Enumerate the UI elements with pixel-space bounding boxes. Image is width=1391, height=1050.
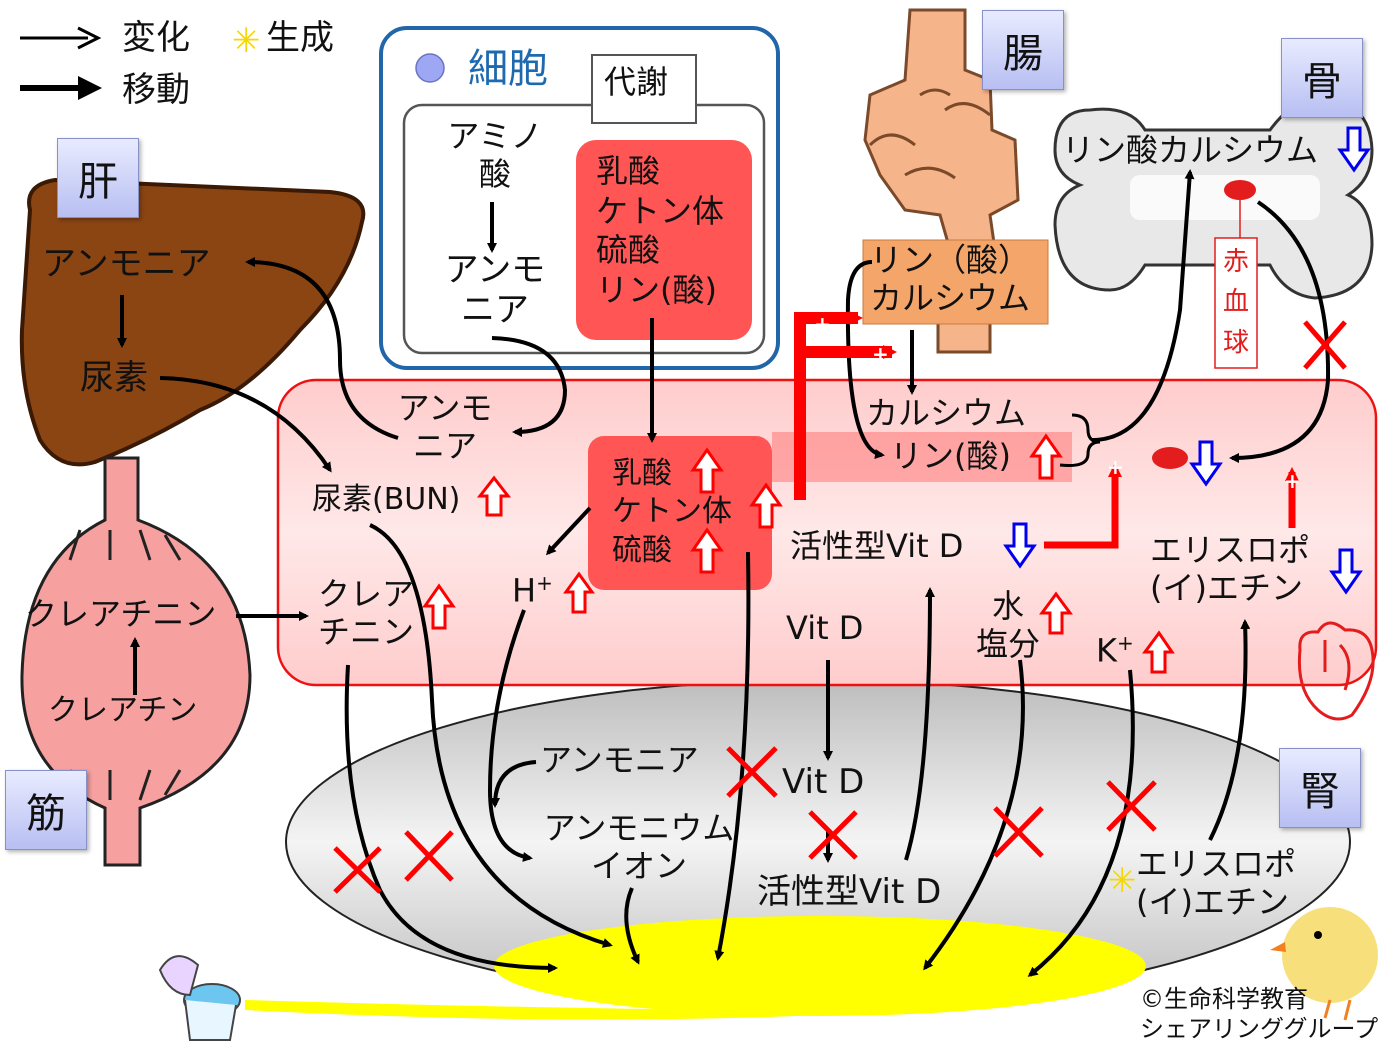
- cell-ammonia: アンモ ニア: [444, 250, 546, 331]
- svg-text:+: +: [872, 342, 889, 366]
- intestine-nutrients: リン（酸） カルシウム: [870, 241, 1031, 317]
- blood-epo: エリスロポ (イ)エチン: [1150, 531, 1311, 607]
- liver-shape: [19, 177, 366, 467]
- chick-icon: [1270, 907, 1378, 1021]
- bone-rbc-label: 赤 血 球: [1222, 247, 1249, 358]
- heart-icon: [1297, 621, 1375, 721]
- kidney-ammonium: アンモニウム イオン: [543, 809, 735, 885]
- bone-rbc-icon: [1224, 180, 1256, 200]
- bone-calcium-phosphate: リン酸カルシウム: [1062, 131, 1319, 169]
- blood-vitd: Vit D: [786, 609, 864, 647]
- blood-ammonia: アンモ ニア: [397, 389, 493, 465]
- svg-text:+: +: [814, 312, 831, 336]
- blood-phosphate: リン(酸): [890, 437, 1011, 475]
- blood-potassium: K+: [1096, 631, 1134, 670]
- legend-move-arrow: [20, 76, 102, 100]
- legend-generate-star: ✳: [232, 21, 261, 61]
- bone-shape: [1053, 98, 1374, 300]
- cell-title: 細胞: [468, 46, 548, 92]
- blood-urea: 尿素(BUN): [312, 482, 461, 517]
- kidney-active-vitd: 活性型Vit D: [757, 872, 942, 912]
- urine-pool: [494, 916, 1146, 1016]
- cell-icon: [415, 53, 445, 83]
- increase-arrows: [422, 433, 1175, 674]
- blocked-marks: [333, 320, 1347, 894]
- bone-tag: 骨: [1281, 38, 1363, 118]
- blood-creatinine: クレア チニン: [318, 575, 415, 651]
- legend-change-label: 変化: [122, 18, 190, 58]
- metabolism-label: 代謝: [604, 63, 669, 101]
- cell-acids: 乳酸 ケトン体 硫酸 リン(酸): [596, 152, 725, 310]
- calcium-phosphate-band: [772, 432, 1072, 482]
- toilet-icon: [158, 955, 241, 1041]
- urine-stream: [245, 1000, 880, 1020]
- legend-generate-label: 生成: [266, 18, 334, 58]
- svg-text:+: +: [1107, 455, 1124, 479]
- blood-acids: 乳酸 ケトン体 硫酸: [612, 456, 732, 568]
- muscle-creatinine: クレアチニン: [25, 595, 217, 633]
- blood-calcium: カルシウム: [866, 394, 1027, 432]
- intestine-tag: 腸: [982, 10, 1064, 90]
- kidney-ammonia: アンモニア: [540, 741, 699, 779]
- red-promotion-arrows: + + + +: [794, 311, 1301, 549]
- metabolism-box: [591, 54, 697, 124]
- intestine-shape: [863, 8, 1020, 354]
- blood-active-vitd: 活性型Vit D: [790, 527, 964, 565]
- rbc-label-box: [1214, 237, 1258, 369]
- credit-text: ©生命科学教育 シェアリンググループ: [1140, 985, 1379, 1043]
- liver-ammonia: アンモニア: [42, 244, 211, 284]
- blood-water-salt: 水 塩分: [975, 587, 1040, 663]
- liver-tag: 肝: [57, 138, 139, 218]
- kidney-tag: 腎: [1279, 748, 1361, 828]
- ca-p-brace: [1059, 413, 1101, 467]
- cell-acid-box: [576, 140, 752, 340]
- blood-acid-box: [588, 436, 772, 590]
- svg-text:+: +: [1284, 469, 1301, 493]
- kidney-epo: エリスロポ (イ)エチン: [1136, 845, 1297, 921]
- decrease-arrows: [1003, 126, 1371, 595]
- legend-change-arrow: [20, 26, 102, 50]
- liver-urea: 尿素: [80, 358, 148, 398]
- muscle-creatine: クレアチン: [48, 693, 198, 728]
- blood-hplus: H+: [512, 571, 553, 610]
- cell-amino-acid: アミノ 酸: [447, 117, 543, 193]
- epo-generate-star: ✳: [1108, 861, 1137, 901]
- intestine-label-box: [862, 239, 1049, 325]
- kidney-vitd: Vit D: [782, 762, 865, 802]
- blood-rbc-icon: [1152, 447, 1188, 469]
- legend-move-label: 移動: [122, 70, 190, 110]
- muscle-tag: 筋: [5, 770, 87, 850]
